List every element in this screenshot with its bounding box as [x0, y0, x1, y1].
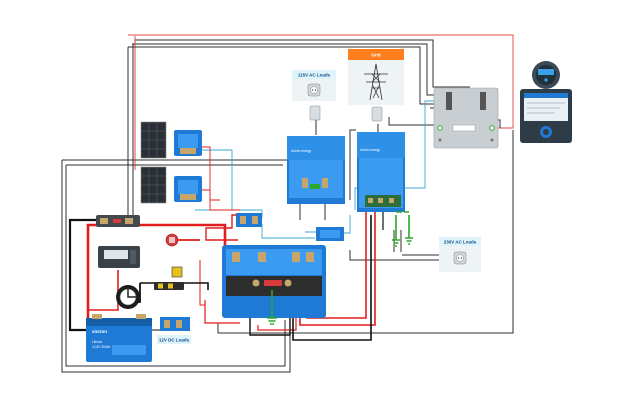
svg-text:victron energy: victron energy — [360, 148, 380, 152]
svg-text:victron energy: victron energy — [291, 149, 311, 153]
socket-icon — [307, 83, 321, 97]
multiplus-inverter: victron energy — [287, 136, 345, 204]
grid-source: Grid — [348, 49, 404, 122]
remote-panel — [532, 61, 560, 89]
smart-shunt — [316, 227, 344, 241]
mppt-charger-icon — [174, 130, 202, 156]
ac-loads-230v: 230V AC Loads — [439, 237, 481, 272]
dc-distribution-panel — [222, 245, 326, 318]
ac-loads-230v-label-bg — [439, 237, 481, 246]
battery-switch — [116, 285, 140, 309]
main-switch — [165, 233, 179, 247]
ac-loads-115v-label-bg — [292, 70, 336, 79]
dc-loads-12v: 12V DC Loads — [157, 317, 191, 344]
battery-protect — [236, 213, 262, 227]
battery-monitor-icon — [98, 246, 140, 268]
dc-loads-12v-label: 12V DC Loads — [159, 338, 190, 343]
ac-loads-115v: 115V AC Loads — [292, 70, 336, 121]
battery-brand: victron — [92, 329, 107, 334]
busbar-icon — [96, 215, 140, 227]
battery-spec: 12,8V 300Ah — [92, 345, 111, 349]
grid-label-bg — [348, 49, 404, 60]
gx-display — [520, 89, 572, 143]
transfer-switch-icon — [433, 87, 499, 149]
quattro-inverter: victron energy — [357, 132, 405, 212]
grid-label: Grid — [371, 53, 381, 58]
pylon-icon — [364, 63, 388, 101]
battery-model: Lithium — [92, 340, 103, 344]
grid-box — [348, 60, 404, 105]
mppt-charger-icon — [174, 176, 202, 202]
fuse-icon — [154, 266, 184, 290]
ac-loads-230v-label: 230V AC Loads — [444, 240, 477, 245]
transfer-switch — [433, 87, 499, 149]
solar-array-top — [140, 121, 202, 159]
ground-icon — [392, 211, 413, 247]
ground-icon — [267, 290, 277, 325]
socket-icon — [453, 251, 467, 265]
ac-loads-115v-breaker — [309, 105, 321, 121]
ac-loads-115v-label: 115V AC Loads — [298, 73, 331, 78]
lithium-battery: victron Lithium 12,8V 300Ah — [86, 314, 152, 362]
dc-loads-12v-label-bg — [157, 335, 191, 344]
solar-array-bottom — [140, 166, 202, 204]
solar-panel-icon — [140, 166, 167, 204]
grid-inlet — [371, 106, 383, 122]
solar-panel-icon — [140, 121, 167, 159]
